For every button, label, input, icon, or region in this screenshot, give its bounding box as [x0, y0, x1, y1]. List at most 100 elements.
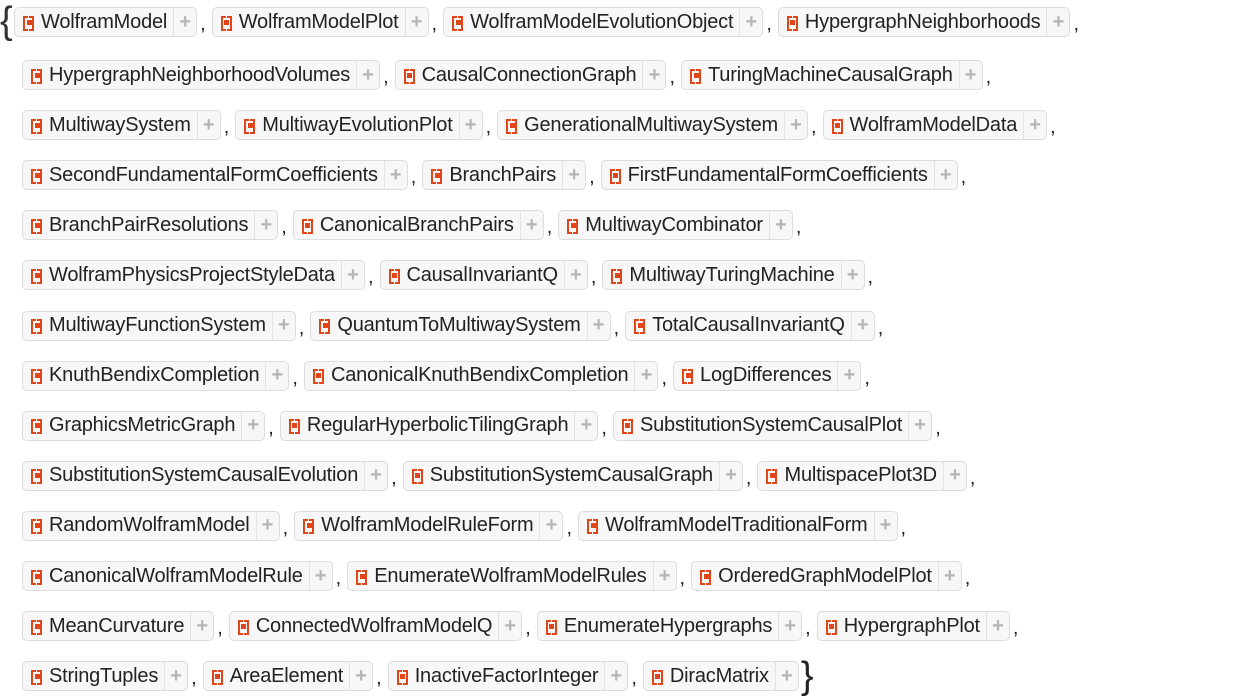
resource-function-name[interactable]: CanonicalBranchPairs	[294, 211, 520, 239]
resource-function-chip[interactable]: MultiwayFunctionSystem+	[22, 310, 296, 341]
resource-function-chip[interactable]: BranchPairs+	[422, 160, 587, 191]
expand-icon[interactable]: +	[958, 61, 982, 89]
expand-icon[interactable]: +	[937, 562, 961, 590]
resource-function-name[interactable]: CanonicalKnuthBendixCompletion	[305, 362, 635, 390]
resource-function-name[interactable]: WolframModelData	[824, 111, 1024, 139]
resource-function-chip[interactable]: QuantumToMultiwaySystem+	[310, 310, 611, 341]
resource-function-chip[interactable]: HypergraphNeighborhoods+	[777, 7, 1071, 37]
resource-function-name[interactable]: BranchPairResolutions	[23, 211, 254, 239]
resource-function-name[interactable]: CausalConnectionGraph	[396, 61, 643, 89]
resource-function-chip[interactable]: CanonicalWolframModelRule+	[22, 561, 333, 591]
resource-function-name[interactable]: TotalCausalInvariantQ	[626, 312, 851, 340]
resource-function-name[interactable]: FirstFundamentalFormCoefficients	[602, 161, 934, 189]
expand-icon[interactable]: +	[933, 161, 957, 190]
resource-function-name[interactable]: QuantumToMultiwaySystem	[311, 312, 586, 340]
expand-icon[interactable]: +	[908, 411, 931, 440]
expand-icon[interactable]: +	[642, 61, 665, 89]
resource-function-chip[interactable]: GenerationalMultiwaySystem+	[497, 110, 808, 141]
resource-function-name[interactable]: WolframPhysicsProjectStyleData	[23, 261, 341, 289]
resource-function-chip[interactable]: MultiwaySystem+	[22, 110, 221, 141]
expand-icon[interactable]: +	[985, 612, 1009, 641]
resource-function-chip[interactable]: GraphicsMetricGraph+	[22, 410, 266, 441]
resource-function-name[interactable]: KnuthBendixCompletion	[23, 362, 265, 390]
expand-icon[interactable]: +	[308, 562, 332, 590]
expand-icon[interactable]: +	[604, 662, 627, 691]
expand-icon[interactable]: +	[196, 111, 220, 140]
resource-function-chip[interactable]: SubstitutionSystemCausalPlot+	[612, 410, 933, 441]
expand-icon[interactable]: +	[265, 361, 288, 390]
resource-function-name[interactable]: BranchPairs	[423, 161, 562, 189]
resource-function-name[interactable]: HypergraphNeighborhoodVolumes	[23, 61, 356, 89]
resource-function-chip[interactable]: MultiwayTuringMachine+	[602, 260, 865, 291]
expand-icon[interactable]: +	[404, 8, 428, 36]
resource-function-name[interactable]: StringTuples	[23, 662, 164, 690]
resource-function-name[interactable]: MultiwayTuringMachine	[603, 261, 840, 289]
expand-icon[interactable]: +	[850, 311, 874, 340]
resource-function-name[interactable]: WolframModelRuleForm	[295, 512, 539, 540]
resource-function-name[interactable]: OrderedGraphModelPlot	[692, 562, 938, 590]
expand-icon[interactable]: +	[539, 511, 562, 540]
expand-icon[interactable]: +	[164, 662, 187, 691]
expand-icon[interactable]: +	[349, 662, 372, 691]
expand-icon[interactable]: +	[173, 8, 196, 36]
expand-icon[interactable]: +	[190, 612, 213, 641]
expand-icon[interactable]: +	[1046, 8, 1069, 36]
expand-icon[interactable]: +	[783, 111, 807, 140]
resource-function-chip[interactable]: WolframModelTraditionalForm+	[578, 510, 898, 541]
resource-function-chip[interactable]: AreaElement+	[202, 661, 374, 692]
resource-function-name[interactable]: GenerationalMultiwaySystem	[498, 111, 784, 139]
expand-icon[interactable]: +	[498, 612, 521, 641]
expand-icon[interactable]: +	[364, 461, 387, 490]
resource-function-name[interactable]: AreaElement	[204, 662, 349, 690]
expand-icon[interactable]: +	[458, 111, 482, 140]
resource-function-chip[interactable]: OrderedGraphModelPlot+	[691, 561, 962, 591]
resource-function-chip[interactable]: MultiwayCombinator+	[558, 210, 793, 241]
resource-function-chip[interactable]: DiracMatrix+	[642, 661, 799, 692]
resource-function-name[interactable]: EnumerateWolframModelRules	[348, 562, 652, 590]
resource-function-name[interactable]: MultiwayFunctionSystem	[23, 312, 272, 340]
expand-icon[interactable]: +	[271, 311, 295, 340]
resource-function-chip[interactable]: TotalCausalInvariantQ+	[625, 310, 875, 341]
expand-icon[interactable]: +	[254, 211, 277, 240]
resource-function-chip[interactable]: ConnectedWolframModelQ+	[228, 611, 523, 642]
resource-function-name[interactable]: MultiwaySystem	[23, 111, 197, 139]
expand-icon[interactable]: +	[255, 511, 279, 540]
resource-function-chip[interactable]: RegularHyperbolicTilingGraph+	[279, 410, 599, 441]
expand-icon[interactable]: +	[383, 161, 407, 190]
resource-function-name[interactable]: MultiwayCombinator	[559, 211, 769, 239]
resource-function-name[interactable]: SecondFundamentalFormCoefficients	[23, 161, 384, 189]
resource-function-name[interactable]: SubstitutionSystemCausalEvolution	[23, 462, 364, 490]
resource-function-name[interactable]: WolframModelPlot	[213, 8, 405, 36]
resource-function-name[interactable]: WolframModelEvolutionObject	[444, 8, 739, 36]
resource-function-chip[interactable]: WolframModelRuleForm+	[294, 510, 564, 541]
resource-function-chip[interactable]: RandomWolframModel+	[22, 510, 280, 541]
resource-function-name[interactable]: HypergraphNeighborhoods	[779, 8, 1047, 36]
expand-icon[interactable]: +	[840, 261, 864, 290]
resource-function-chip[interactable]: BranchPairResolutions+	[22, 210, 279, 241]
expand-icon[interactable]: +	[778, 612, 801, 641]
resource-function-chip[interactable]: MultispacePlot3D+	[757, 460, 967, 491]
resource-function-name[interactable]: ConnectedWolframModelQ	[230, 612, 498, 640]
expand-icon[interactable]: +	[942, 461, 966, 490]
resource-function-name[interactable]: SubstitutionSystemCausalPlot	[614, 412, 908, 440]
resource-function-chip[interactable]: MultiwayEvolutionPlot+	[235, 110, 483, 141]
resource-function-name[interactable]: LogDifferences	[674, 362, 837, 390]
resource-function-name[interactable]: CanonicalWolframModelRule	[23, 562, 309, 590]
resource-function-chip[interactable]: StringTuples+	[22, 661, 189, 692]
expand-icon[interactable]: +	[652, 562, 676, 590]
resource-function-chip[interactable]: CausalInvariantQ+	[379, 260, 588, 291]
expand-icon[interactable]: +	[586, 311, 610, 340]
resource-function-chip[interactable]: KnuthBendixCompletion+	[22, 360, 290, 391]
resource-function-name[interactable]: RegularHyperbolicTilingGraph	[281, 412, 575, 440]
resource-function-name[interactable]: GraphicsMetricGraph	[23, 412, 241, 440]
resource-function-chip[interactable]: FirstFundamentalFormCoefficients+	[600, 160, 958, 191]
resource-function-chip[interactable]: WolframPhysicsProjectStyleData+	[22, 260, 365, 291]
resource-function-chip[interactable]: MeanCurvature+	[22, 611, 215, 642]
resource-function-chip[interactable]: EnumerateHypergraphs+	[536, 611, 803, 642]
resource-function-chip[interactable]: HypergraphNeighborhoodVolumes+	[22, 60, 381, 90]
expand-icon[interactable]: +	[340, 261, 364, 290]
expand-icon[interactable]: +	[837, 361, 860, 390]
expand-icon[interactable]: +	[562, 161, 585, 190]
expand-icon[interactable]: +	[241, 411, 264, 440]
expand-icon[interactable]: +	[873, 511, 897, 540]
